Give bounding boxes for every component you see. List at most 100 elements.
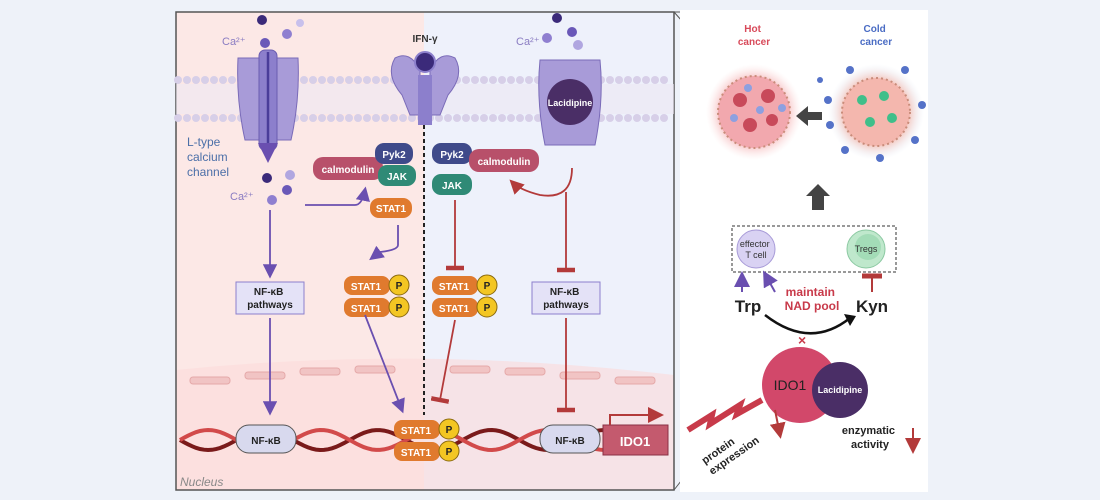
lipid-head <box>309 114 317 122</box>
calmodulin-right: calmodulin <box>478 157 531 168</box>
t-cell-box <box>731 225 897 273</box>
lipid-head <box>651 76 659 84</box>
jak-right: JAK <box>442 181 463 192</box>
lipid-head <box>462 114 470 122</box>
lipid-head <box>354 76 362 84</box>
lipid-head <box>624 76 632 84</box>
lipid-head <box>210 114 218 122</box>
lipid-head <box>399 114 407 122</box>
lipid-head <box>642 76 650 84</box>
ca-label-mid-left: Ca²⁺ <box>230 191 254 203</box>
lipid-head <box>660 114 668 122</box>
lipid-head <box>363 114 371 122</box>
stat1-protein <box>344 276 390 295</box>
cold-tumor <box>817 64 926 162</box>
svg-text:NF-κB pathways: NF-κB pathways <box>247 287 293 311</box>
lipid-head <box>363 76 371 84</box>
arrow-left-icon <box>796 106 822 126</box>
blocked-calcium-channel: Lacidipine <box>538 59 602 146</box>
pyk2-left: Pyk2 <box>382 150 406 161</box>
lipid-head <box>219 76 227 84</box>
lipid-head <box>345 114 353 122</box>
ca-label-top-left: Ca²⁺ <box>222 36 246 48</box>
lipid-head <box>300 114 308 122</box>
svg-text:STAT1: STAT1 <box>401 426 432 437</box>
lipid-head <box>174 114 182 122</box>
lipid-head <box>462 76 470 84</box>
svg-text:STAT1: STAT1 <box>351 282 382 293</box>
lipid-head <box>453 114 461 122</box>
svg-text:P: P <box>446 447 453 458</box>
lipid-head <box>336 76 344 84</box>
calmodulin-left: calmodulin <box>322 165 375 176</box>
ifn-gamma-receptor: IFN-γ <box>390 34 460 125</box>
lipid-head <box>435 114 443 122</box>
inhibition-mark: × <box>798 332 806 348</box>
lacidipine-bound <box>812 362 868 418</box>
lipid-head <box>615 76 623 84</box>
svg-text:STAT1: STAT1 <box>351 304 382 315</box>
lipid-head <box>498 114 506 122</box>
pyk2-right: Pyk2 <box>440 150 464 161</box>
jak-left: JAK <box>387 172 408 183</box>
lipid-head <box>606 114 614 122</box>
lipid-head <box>183 114 191 122</box>
lipid-head <box>192 76 200 84</box>
lipid-head <box>516 76 524 84</box>
svg-text:P: P <box>396 303 403 314</box>
enzymatic-activity-label: enzymatic activity <box>842 425 898 451</box>
left-signaling-complex: calmodulin Pyk2 JAK STAT1 <box>313 143 416 218</box>
lipid-head <box>300 76 308 84</box>
svg-text:NF-κB: NF-κB <box>251 436 280 447</box>
svg-text:effector T cell: effector T cell <box>740 239 772 260</box>
pathway-arrows <box>262 167 575 416</box>
nfkb-pathway-box-left: NF-κB pathways <box>235 281 305 315</box>
lipid-head <box>615 114 623 122</box>
lipid-head <box>381 76 389 84</box>
ifn-gamma-label: IFN-γ <box>413 34 438 45</box>
lipid-head <box>345 76 353 84</box>
stat1-protein <box>432 276 478 295</box>
lipid-head <box>471 76 479 84</box>
svg-text:P: P <box>484 303 491 314</box>
maintain-nad-label: maintain NAD pool <box>785 285 840 313</box>
lipid-head <box>516 114 524 122</box>
trp-kyn-arrow <box>764 314 851 335</box>
channel-label: L-type calcium channel <box>187 135 231 179</box>
lipid-head <box>336 114 344 122</box>
lipid-head <box>525 114 533 122</box>
phosphate-group <box>476 274 498 296</box>
lacidipine-label: Lacidipine <box>548 98 593 108</box>
lipid-head <box>507 114 515 122</box>
lipid-head <box>228 76 236 84</box>
svg-text:P: P <box>484 281 491 292</box>
lipid-head <box>309 76 317 84</box>
nfkb-dna-right: NF-κB <box>539 424 601 454</box>
phosphate-group <box>388 274 410 296</box>
lipid-head <box>219 114 227 122</box>
trp-label: Trp <box>735 297 761 316</box>
lipid-head <box>192 114 200 122</box>
lipid-head <box>201 114 209 122</box>
lipid-head <box>480 76 488 84</box>
lipid-head <box>318 76 326 84</box>
lipid-head <box>327 114 335 122</box>
lipid-head <box>633 76 641 84</box>
hot-cancer-label: Hot cancer <box>738 24 770 48</box>
lipid-head <box>633 114 641 122</box>
lipid-head <box>201 76 209 84</box>
tregs-cell: Tregs <box>846 229 886 269</box>
lipid-head <box>372 114 380 122</box>
svg-text:STAT1: STAT1 <box>439 282 470 293</box>
lipid-head <box>525 76 533 84</box>
svg-text:IDO1: IDO1 <box>774 377 807 393</box>
hot-tumor <box>706 64 802 160</box>
svg-text:Lacidipine: Lacidipine <box>818 385 863 395</box>
nucleus-label: Nucleus <box>180 475 223 489</box>
calcium-ions <box>257 13 583 205</box>
stat1-protein <box>394 442 440 461</box>
l-type-calcium-channel <box>237 49 299 163</box>
lacidipine-drug <box>547 79 593 125</box>
phosphate-group <box>388 296 410 318</box>
